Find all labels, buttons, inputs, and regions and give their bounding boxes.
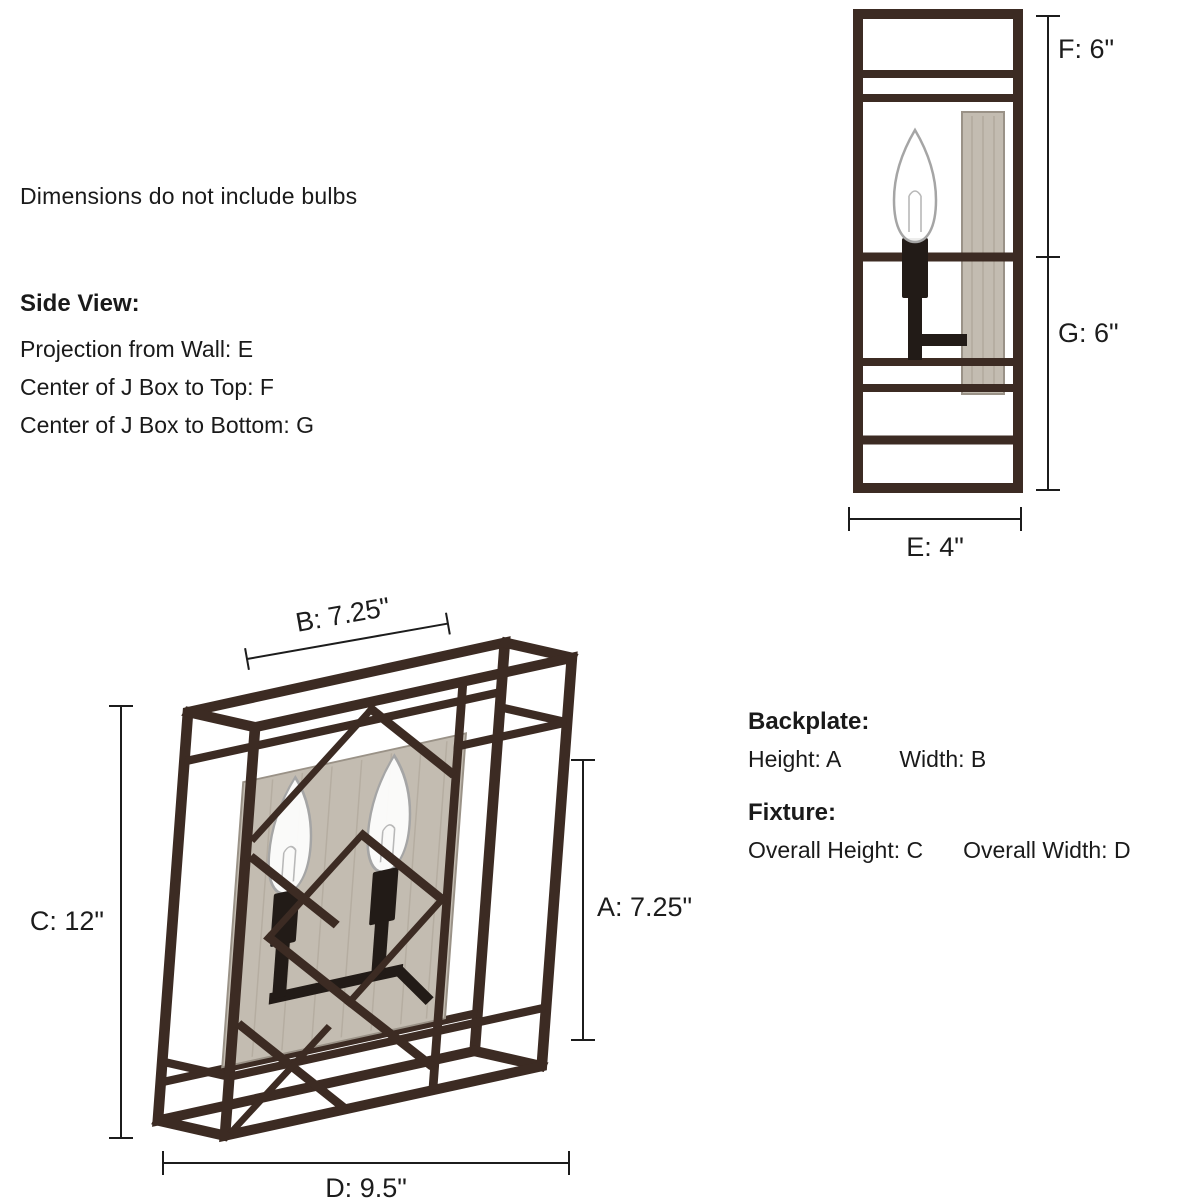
dimension-g-label: G: 6" (1058, 318, 1119, 348)
front-view-drawing (151, 636, 579, 1143)
legend-line-jbox-top: Center of J Box to Top: F (20, 374, 274, 400)
backplate-width-label: Width: B (899, 746, 987, 772)
dimension-a (571, 759, 595, 1041)
front-view-lattice (227, 703, 457, 1136)
backplate-legend-title: Backplate: (748, 708, 870, 735)
dimension-a-label: A: 7.25" (597, 892, 692, 922)
fixture-height-label: Overall Height: C (748, 837, 924, 863)
dimension-e (848, 507, 1022, 531)
front-view-backplate (221, 732, 468, 1069)
side-view-bulb (892, 127, 938, 244)
bulbs-note: Dimensions do not include bulbs (20, 183, 358, 209)
dimension-b-label: B: 7.25" (293, 592, 392, 638)
dimension-g (1036, 257, 1060, 491)
dimension-f (1036, 15, 1060, 258)
fixture-legend-title: Fixture: (748, 799, 837, 826)
side-view-legend: Side View: Projection from Wall: E Cente… (20, 290, 314, 444)
side-view-frame (853, 9, 1023, 493)
side-view-drawing (853, 9, 1023, 493)
legend-line-projection: Projection from Wall: E (20, 336, 254, 362)
backplate-legend-row: Height: A Width: B (748, 746, 1131, 773)
fixture-width-label: Overall Width: D (963, 837, 1131, 863)
dimension-f-label: F: 6" (1058, 34, 1114, 64)
backplate-fixture-legend: Backplate: Height: A Width: B Fixture: O… (748, 708, 1131, 864)
dimension-e-label: E: 4" (906, 532, 964, 562)
dimension-c (109, 705, 133, 1139)
side-view-legend-title: Side View: (20, 290, 140, 317)
front-view-candles (267, 753, 434, 1006)
legend-line-jbox-bottom: Center of J Box to Bottom: G (20, 412, 315, 438)
dimension-d-label: D: 9.5" (325, 1173, 407, 1200)
dimension-c-label: C: 12" (30, 906, 104, 936)
side-view-candle (892, 127, 967, 360)
front-view-front-frame (219, 651, 578, 1143)
fixture-legend-row: Overall Height: C Overall Width: D (748, 837, 1131, 864)
dimension-d (162, 1151, 570, 1175)
backplate-height-label: Height: A (748, 746, 842, 772)
